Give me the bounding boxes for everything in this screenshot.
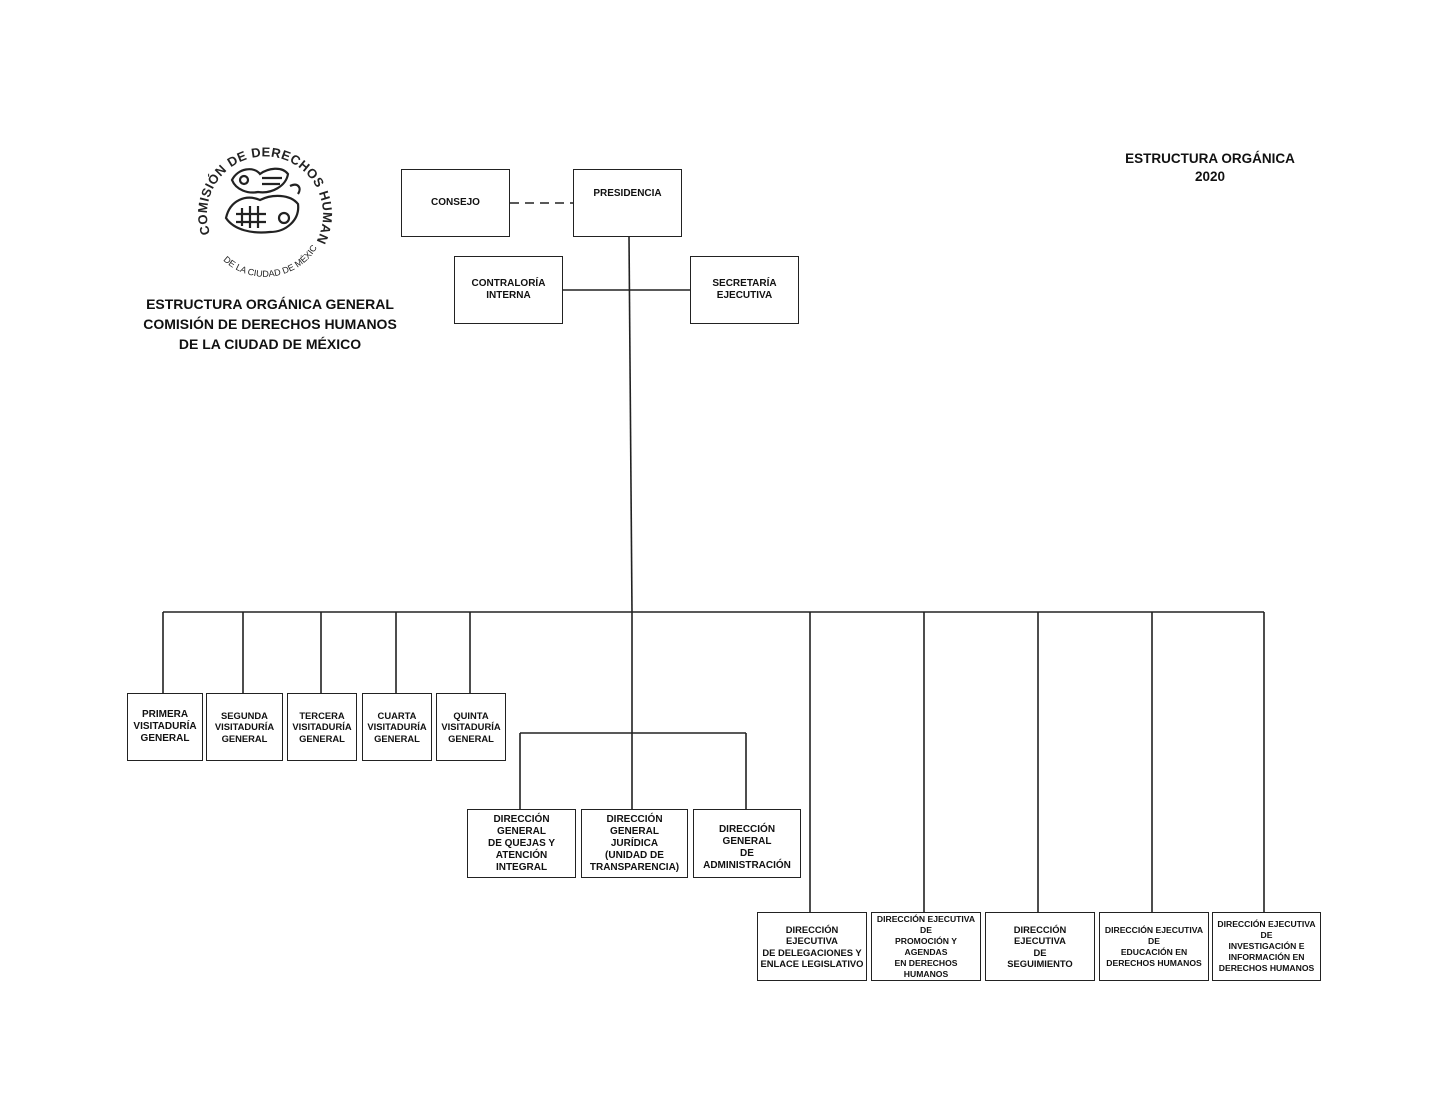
dove-emblem-icon: [224, 167, 301, 234]
header-title: ESTRUCTURA ORGÁNICA: [1125, 151, 1295, 166]
header-year: 2020: [1194, 169, 1226, 184]
node-tercera-visitaduria: TERCERA VISITADURÍA GENERAL: [287, 693, 357, 761]
main-trunk-line: [628, 235, 633, 613]
node-consejo: CONSEJO: [401, 169, 510, 237]
node-segunda-visitaduria: SEGUNDA VISITADURÍA GENERAL: [206, 693, 283, 761]
node-quinta-visitaduria: QUINTA VISITADURÍA GENERAL: [436, 693, 506, 761]
node-secretaria-ejecutiva: SECRETARÍA EJECUTIVA: [690, 256, 799, 324]
node-dg-quejas: DIRECCIÓN GENERAL DE QUEJAS Y ATENCIÓN I…: [467, 809, 576, 878]
node-de-educacion: DIRECCIÓN EJECUTIVA DE EDUCACIÓN EN DERE…: [1099, 912, 1209, 981]
node-primera-visitaduria: PRIMERA VISITADURÍA GENERAL: [127, 693, 203, 761]
document-header: ESTRUCTURA ORGÁNICA 2020: [1110, 150, 1310, 186]
node-de-seguimiento: DIRECCIÓN EJECUTIVA DE SEGUIMIENTO: [985, 912, 1095, 981]
node-contraloria-interna: CONTRALORÍA INTERNA: [454, 256, 563, 324]
node-de-promocion: DIRECCIÓN EJECUTIVA DE PROMOCIÓN Y AGEND…: [871, 912, 981, 981]
org-title-line-2: COMISIÓN DE DERECHOS HUMANOS: [143, 316, 397, 332]
org-title-line-3: DE LA CIUDAD DE MÉXICO: [178, 336, 362, 352]
node-de-investigacion: DIRECCIÓN EJECUTIVA DE INVESTIGACIÓN E I…: [1212, 912, 1321, 981]
cdhcm-seal-logo: COMISIÓN DE DERECHOS HUMANOS DE LA CIUDA…: [190, 138, 335, 278]
org-title-line-1: ESTRUCTURA ORGÁNICA GENERAL: [146, 296, 394, 312]
node-dg-juridica: DIRECCIÓN GENERAL JURÍDICA (UNIDAD DE TR…: [581, 809, 688, 878]
node-dg-administracion: DIRECCIÓN GENERAL DE ADMINISTRACIÓN: [693, 809, 801, 878]
node-cuarta-visitaduria: CUARTA VISITADURÍA GENERAL: [362, 693, 432, 761]
node-de-delegaciones: DIRECCIÓN EJECUTIVA DE DELEGACIONES Y EN…: [757, 912, 867, 981]
organization-title: ESTRUCTURA ORGÁNICA GENERAL COMISIÓN DE …: [130, 294, 410, 354]
node-presidencia: PRESIDENCIA: [573, 169, 682, 237]
